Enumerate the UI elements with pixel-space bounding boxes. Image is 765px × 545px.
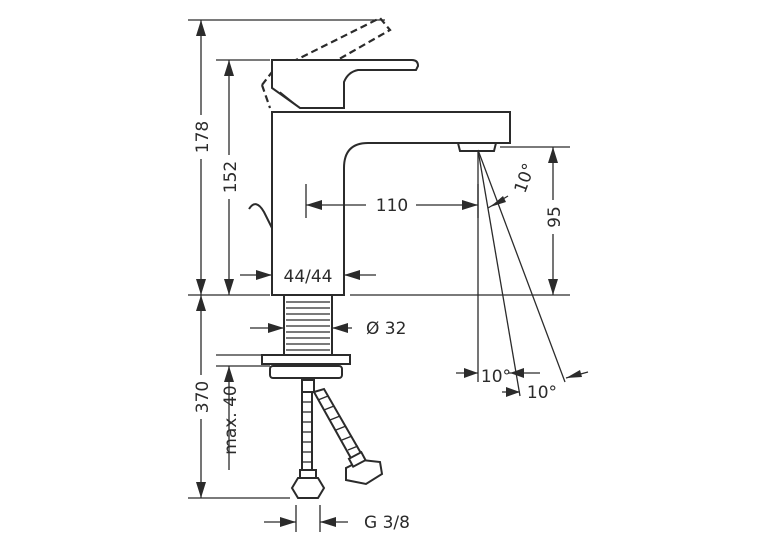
angle-2-label: 10° [527, 383, 557, 403]
water-jet-angles: 10° 10° 10° [456, 149, 589, 403]
supply-hose-right-rings [317, 395, 359, 451]
right-hose-collar [347, 450, 367, 469]
dim-max40-label: max. 40 [221, 385, 241, 454]
dimension-152: 152 [216, 59, 270, 295]
left-hose-collar [299, 469, 317, 479]
dim-44-label: 44/44 [284, 267, 333, 287]
shank-threads [286, 301, 330, 351]
pop-up-rod [248, 203, 273, 229]
left-hose-nut [290, 477, 326, 499]
dimension-44-44: 44/44 [240, 267, 376, 287]
dimension-110: 110 [305, 184, 479, 218]
dim-32-label: Ø 32 [366, 319, 406, 339]
dimension-178: 178 [188, 19, 385, 296]
supply-hose-left-rings [302, 401, 312, 463]
aerator [456, 142, 498, 152]
threaded-shank [283, 294, 333, 356]
dimension-95: 95 [350, 146, 570, 296]
dimension-max-40: max. 40 [216, 354, 270, 470]
angle-spout-label: 10° [511, 161, 540, 196]
dimension-diameter-32: Ø 32 [250, 319, 406, 339]
dim-95-label: 95 [545, 206, 565, 228]
dim-152-label: 152 [221, 161, 241, 193]
mounting-nut [269, 365, 343, 379]
supply-hose-left [301, 391, 313, 471]
dim-178-label: 178 [193, 121, 213, 153]
dimension-370: 370 [188, 295, 290, 499]
faucet-body [271, 111, 511, 296]
dim-370-label: 370 [193, 381, 213, 413]
faucet-outline [248, 16, 511, 499]
connector-block [301, 379, 315, 393]
dim-thread-label: G 3/8 [364, 513, 410, 533]
dim-110-label: 110 [376, 196, 408, 216]
lever-handle [271, 59, 420, 109]
angle-1-label: 10° [481, 367, 511, 387]
dimension-thread: G 3/8 [264, 505, 410, 533]
mounting-plate [261, 354, 351, 365]
lever-handle-detail [279, 91, 301, 109]
supply-hose-right [312, 387, 364, 462]
